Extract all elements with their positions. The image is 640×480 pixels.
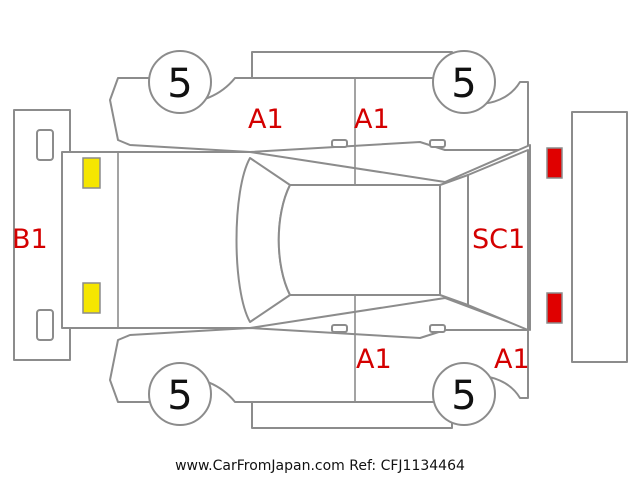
- tire-front-left: 5: [148, 50, 212, 114]
- left-front-door-handle: [331, 139, 348, 148]
- tire-rear-right: 5: [432, 362, 496, 426]
- damage-code-left-rear-door: A1: [354, 104, 390, 135]
- roof: [277, 184, 441, 296]
- taillight-left: [546, 147, 563, 179]
- damage-code-right-rear-quarter: A1: [494, 344, 530, 375]
- left-rocker-panel: [251, 51, 453, 79]
- right-front-door-handle: [331, 324, 348, 333]
- damage-code-rear-panel: SC1: [472, 224, 525, 255]
- tire-rear-left: 5: [432, 50, 496, 114]
- tire-rear-left-rating: 5: [451, 61, 476, 107]
- tire-front-right: 5: [148, 362, 212, 426]
- headlight-left: [82, 157, 101, 189]
- taillight-right: [546, 292, 563, 324]
- front-bumper-fog-light-top: [36, 129, 54, 161]
- rear-window: [439, 174, 469, 306]
- damage-code-left-front-door: A1: [248, 104, 284, 135]
- front-bumper-fog-light-bottom: [36, 309, 54, 341]
- right-rear-door-handle: [429, 324, 446, 333]
- rear-hatch: [467, 149, 529, 331]
- tire-front-right-rating: 5: [167, 373, 192, 419]
- damage-code-right-front-door: A1: [356, 344, 392, 375]
- damage-code-front-bumper: B1: [12, 224, 48, 255]
- footer-reference: www.CarFromJapan.com Ref: CFJ1134464: [175, 458, 465, 474]
- headlight-right: [82, 282, 101, 314]
- left-rear-door-handle: [429, 139, 446, 148]
- rear-bumper: [571, 111, 628, 363]
- tire-front-left-rating: 5: [167, 61, 192, 107]
- right-rocker-panel: [251, 401, 453, 429]
- tire-rear-right-rating: 5: [451, 373, 476, 419]
- front-bumper: [13, 109, 71, 361]
